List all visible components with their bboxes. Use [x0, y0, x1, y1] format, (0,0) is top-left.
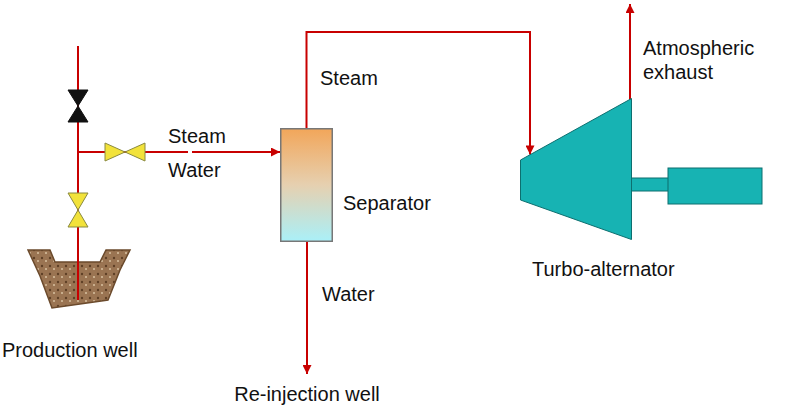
flow-label: Re-injection well	[234, 382, 380, 406]
node-label: Turbo-alternator	[532, 258, 675, 281]
valve-symbol	[125, 143, 145, 161]
well-node: Production well	[2, 40, 192, 362]
valve-symbol	[68, 210, 88, 227]
shaft	[631, 178, 669, 191]
valve-symbol	[68, 90, 88, 106]
flow-label: Steam	[168, 124, 226, 148]
node-label: Production well	[2, 339, 138, 362]
generator	[668, 168, 762, 204]
pipe-connector	[307, 32, 531, 154]
separator-outline	[280, 128, 333, 242]
exhaust-pipe	[629, 4, 631, 100]
edge-label: Steam	[320, 66, 378, 90]
node-label: Separator	[343, 192, 431, 215]
flow-label: Water	[322, 282, 375, 306]
water-pipe	[306, 242, 308, 374]
flow-label: Water	[168, 158, 221, 182]
valve-symbol	[68, 193, 88, 210]
separator-vessel: Separator	[280, 128, 333, 242]
turbine-outline	[520, 98, 632, 240]
turbine-node: Turbo-alternator	[520, 98, 632, 240]
well-pipe	[77, 46, 79, 300]
flow-label: Atmospheric exhaust	[643, 36, 793, 84]
valve-symbol	[105, 143, 125, 161]
pipe-connector	[192, 151, 280, 153]
valve-symbol	[68, 106, 88, 122]
